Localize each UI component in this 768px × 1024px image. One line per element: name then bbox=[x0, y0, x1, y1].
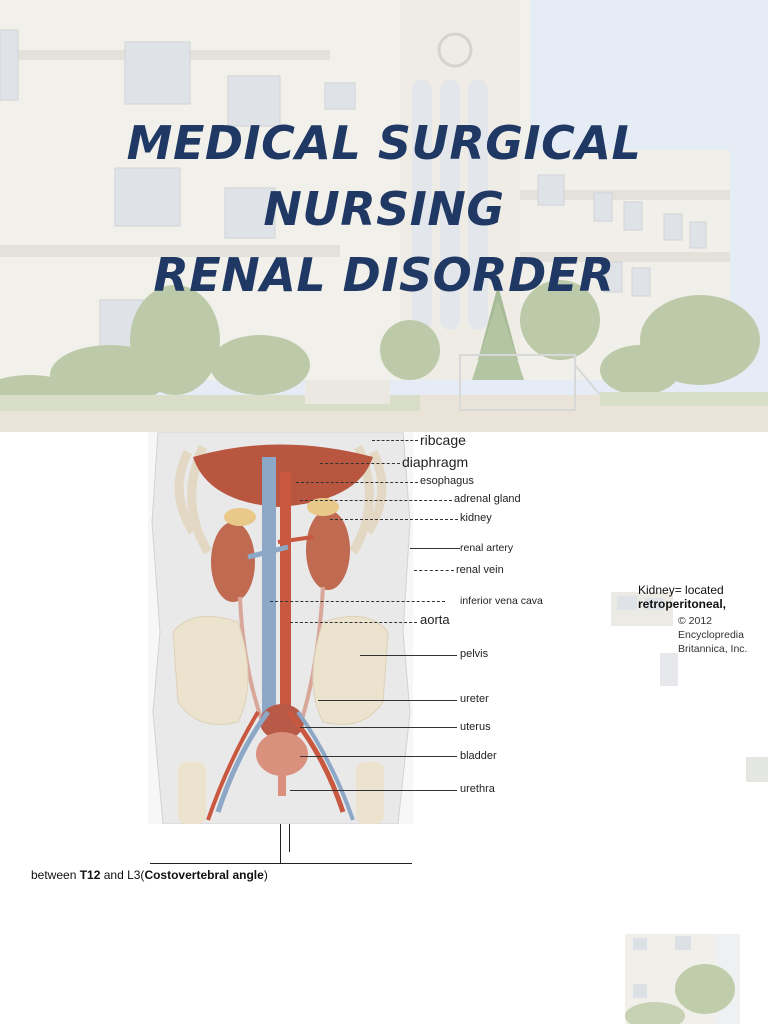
label-pelvis: pelvis bbox=[460, 648, 489, 660]
note-prefix: between bbox=[31, 868, 80, 882]
leader-pelvis bbox=[360, 655, 457, 656]
note-suffix: ) bbox=[263, 868, 268, 882]
label-ribcage: ribcage bbox=[420, 432, 466, 448]
note-line-1: Kidney= located bbox=[638, 583, 724, 597]
leader-ribcage bbox=[372, 440, 418, 441]
label-adrenal-gland: adrenal gland bbox=[454, 493, 521, 505]
leader-bladder bbox=[300, 756, 457, 757]
label-inferior-vena-cava: inferior vena cava bbox=[460, 595, 543, 607]
leader-adrenal bbox=[300, 500, 452, 501]
leader-renal-vein bbox=[414, 570, 454, 571]
leader-ureter bbox=[318, 700, 457, 701]
photo-fragment-4 bbox=[625, 934, 740, 1024]
label-kidney: kidney bbox=[460, 512, 492, 524]
campus-banner: MEDICAL SURGICAL NURSING RENAL DISORDER bbox=[0, 0, 768, 432]
label-renal-artery: renal artery bbox=[460, 542, 514, 554]
leader-esophagus bbox=[296, 482, 418, 483]
credit-line-1: © 2012 bbox=[678, 615, 713, 627]
label-uterus: uterus bbox=[460, 721, 491, 733]
image-credit: © 2012 Encyclopredia Britannica, Inc. bbox=[678, 614, 768, 656]
vertebral-level-note: between T12 and L3(Costovertebral angle) bbox=[31, 868, 268, 882]
label-bladder: bladder bbox=[460, 750, 497, 762]
leader-aorta bbox=[290, 622, 417, 623]
leader-kidney bbox=[330, 519, 458, 520]
label-diaphragm: diaphragm bbox=[402, 454, 469, 470]
photo-fragment-1 bbox=[611, 592, 673, 626]
label-renal-vein: renal vein bbox=[456, 564, 504, 576]
marker-vertical-left bbox=[280, 824, 281, 864]
title-line-3: RENAL DISORDER bbox=[153, 248, 615, 302]
photo-fragment-3 bbox=[746, 757, 768, 782]
page-title: MEDICAL SURGICAL NURSING RENAL DISORDER bbox=[0, 110, 768, 308]
label-urethra: urethra bbox=[460, 783, 495, 795]
credit-line-2: Encyclopredia bbox=[678, 629, 744, 641]
note-line-2: retroperitoneal, bbox=[638, 597, 727, 611]
leader-vena-cava bbox=[270, 601, 445, 602]
credit-line-3: Britannica, Inc. bbox=[678, 643, 748, 655]
leader-urethra bbox=[290, 790, 457, 791]
note-angle: Costovertebral angle bbox=[144, 868, 264, 882]
torso-figure bbox=[148, 431, 413, 825]
leader-uterus bbox=[300, 727, 457, 728]
marker-vertical-right bbox=[289, 824, 290, 852]
leader-renal-artery bbox=[410, 548, 460, 549]
title-line-1: MEDICAL SURGICAL bbox=[126, 116, 642, 170]
title-line-2: NURSING bbox=[263, 182, 505, 236]
note-middle: and L3( bbox=[100, 868, 145, 882]
label-ureter: ureter bbox=[460, 693, 489, 705]
kidney-location-note: Kidney= located retroperitoneal, bbox=[638, 583, 726, 611]
marker-horizontal bbox=[150, 863, 412, 864]
campus-building-illustration bbox=[0, 0, 768, 432]
label-esophagus: esophagus bbox=[420, 475, 474, 487]
note-t12: T12 bbox=[79, 868, 101, 882]
label-aorta: aorta bbox=[420, 612, 450, 627]
leader-diaphragm bbox=[320, 463, 400, 464]
urinary-anatomy-illustration bbox=[148, 431, 413, 825]
photo-fragment-2 bbox=[660, 653, 678, 686]
